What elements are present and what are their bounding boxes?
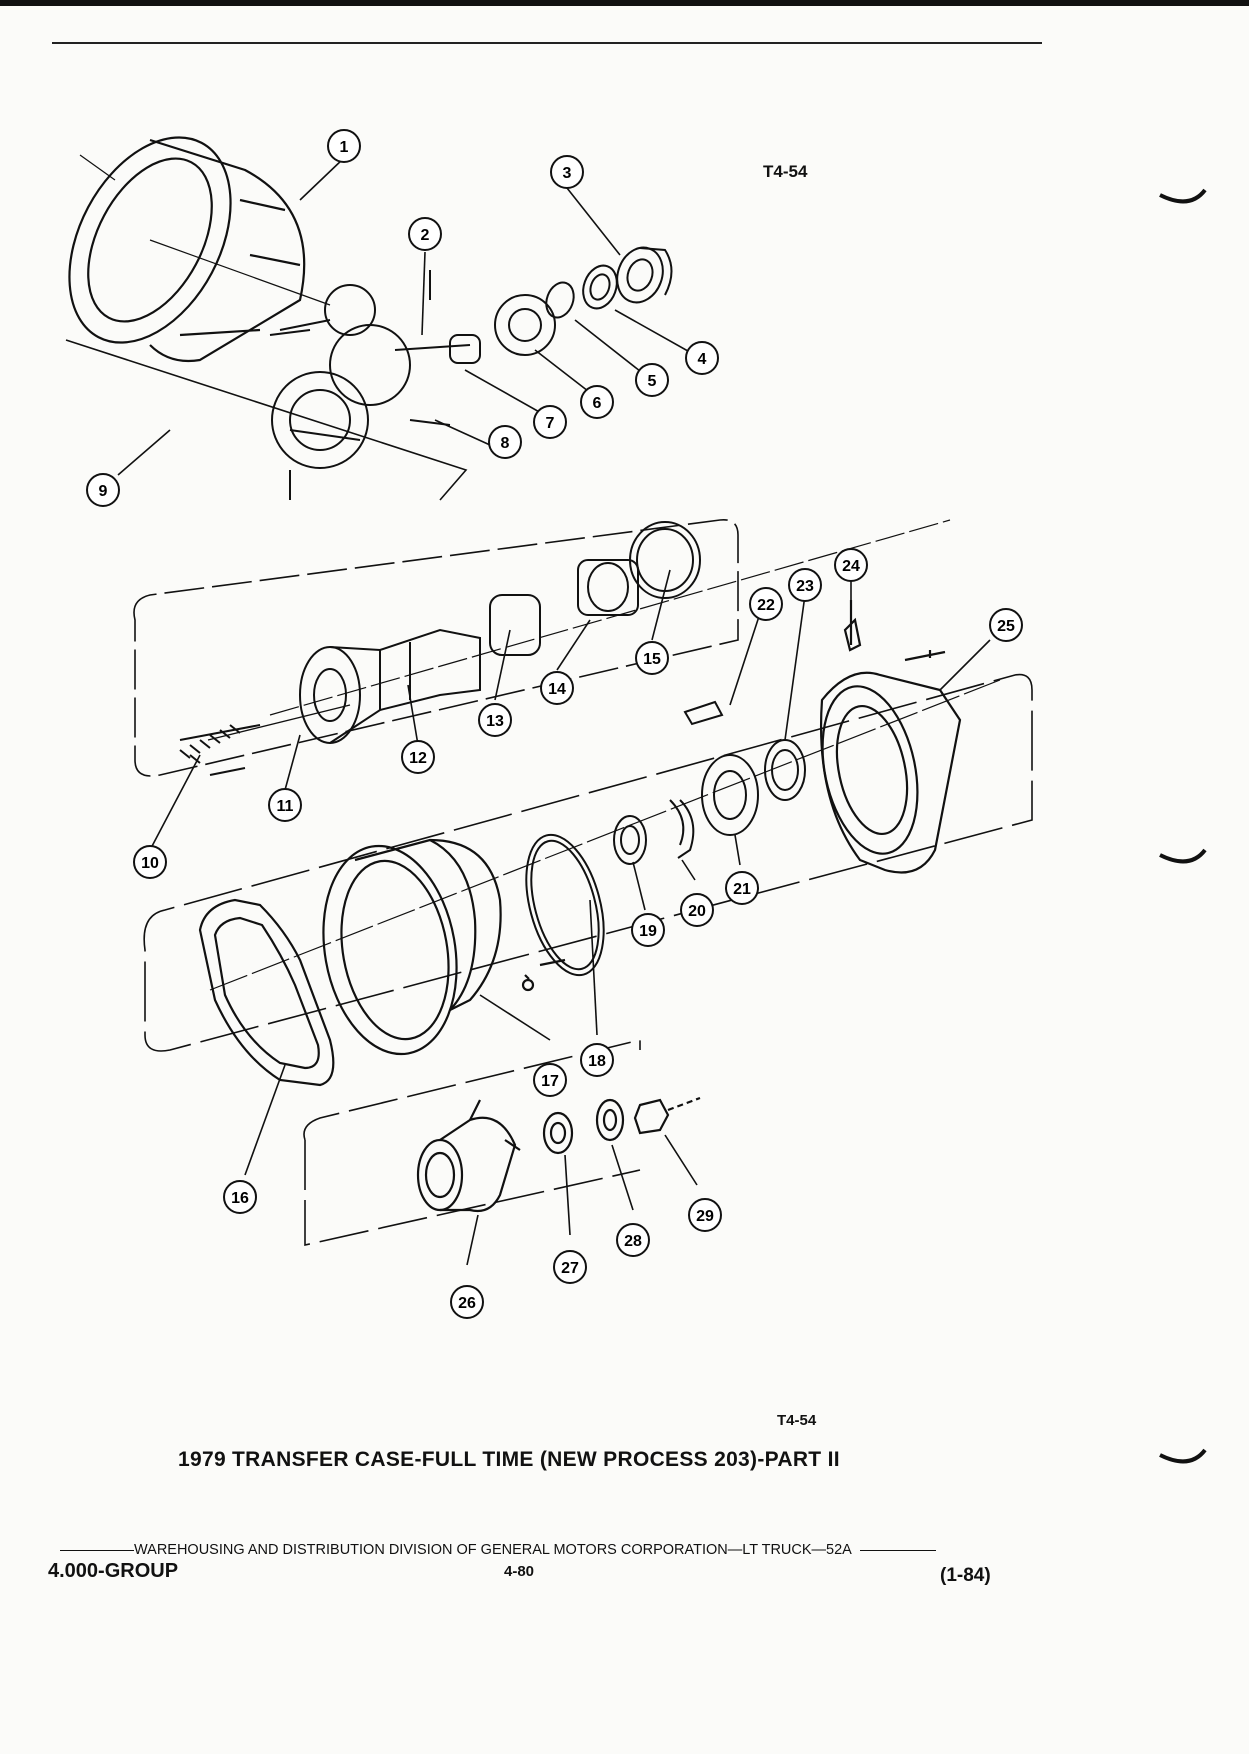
svg-text:1: 1	[340, 139, 349, 156]
callout-2: 2	[408, 217, 442, 251]
svg-text:10: 10	[141, 855, 159, 872]
svg-text:13: 13	[486, 713, 504, 730]
group-box-17	[143, 673, 1033, 1052]
callout-16: 16	[223, 1180, 257, 1214]
figure-code-bottom: T4-54	[777, 1412, 817, 1429]
figure-caption: 1979 TRANSFER CASE-FULL TIME (NEW PROCES…	[178, 1448, 840, 1471]
svg-text:27: 27	[561, 1260, 579, 1277]
callout-22: 22	[749, 587, 783, 621]
callout-24: 24	[834, 548, 868, 582]
svg-text:9: 9	[99, 483, 108, 500]
svg-text:8: 8	[501, 435, 510, 452]
group-box-10	[133, 518, 739, 777]
part-rear-housing	[819, 600, 962, 874]
callout-3: 3	[550, 155, 584, 189]
callout-19: 19	[631, 913, 665, 947]
svg-text:3: 3	[563, 165, 572, 182]
binder-tab-marks	[1159, 188, 1207, 1464]
part-case	[198, 838, 566, 1087]
callouts: 1 2 3 4 5 6 7 8 9 10 11 12 13 14 15 16 1…	[86, 129, 1023, 1319]
callout-7: 7	[533, 405, 567, 439]
svg-text:2: 2	[421, 227, 430, 244]
callout-18: 18	[580, 1043, 614, 1077]
svg-text:6: 6	[593, 395, 602, 412]
callout-10: 10	[133, 845, 167, 879]
svg-text:25: 25	[997, 618, 1015, 635]
svg-text:21: 21	[733, 881, 751, 898]
svg-text:12: 12	[409, 750, 427, 767]
callout-1: 1	[327, 129, 361, 163]
svg-text:7: 7	[546, 415, 555, 432]
group-box-26	[303, 1038, 641, 1246]
callout-13: 13	[478, 703, 512, 737]
footer-group: 4.000-GROUP	[48, 1560, 179, 1582]
svg-text:26: 26	[458, 1295, 476, 1312]
callout-15: 15	[635, 641, 669, 675]
svg-text:28: 28	[624, 1233, 642, 1250]
callout-20: 20	[680, 893, 714, 927]
group-box-9	[65, 339, 468, 501]
callout-12: 12	[401, 740, 435, 774]
callout-4: 4	[685, 341, 719, 375]
part-bearings	[525, 700, 806, 977]
svg-text:24: 24	[842, 558, 860, 575]
svg-text:29: 29	[696, 1208, 714, 1225]
svg-text:14: 14	[548, 681, 566, 698]
part-drum	[68, 136, 306, 363]
footer-date: (1-84)	[940, 1565, 991, 1586]
svg-text:20: 20	[688, 903, 706, 920]
top-edge-bar	[0, 0, 1249, 6]
svg-text:23: 23	[796, 578, 814, 595]
callout-23: 23	[788, 568, 822, 602]
svg-text:22: 22	[757, 597, 775, 614]
callout-5: 5	[635, 363, 669, 397]
callout-26: 26	[450, 1285, 484, 1319]
callout-14: 14	[540, 671, 574, 705]
svg-text:4: 4	[698, 351, 707, 368]
callout-8: 8	[488, 425, 522, 459]
part-differential	[269, 270, 556, 500]
callout-6: 6	[580, 385, 614, 419]
part-yoke	[416, 1096, 701, 1213]
svg-text:19: 19	[639, 923, 657, 940]
callout-21: 21	[725, 871, 759, 905]
svg-text:5: 5	[648, 373, 657, 390]
callout-27: 27	[553, 1250, 587, 1284]
svg-text:15: 15	[643, 651, 661, 668]
svg-text:16: 16	[231, 1190, 249, 1207]
callout-17: 17	[533, 1063, 567, 1097]
callout-9: 9	[86, 473, 120, 507]
header-rule	[52, 42, 1042, 44]
svg-text:11: 11	[277, 798, 294, 815]
callout-29: 29	[688, 1198, 722, 1232]
figure-code-top: T4-54	[763, 162, 808, 181]
callout-11: 11	[268, 788, 302, 822]
part-front-shaft	[179, 521, 701, 776]
footer-publisher: WAREHOUSING AND DISTRIBUTION DIVISION OF…	[134, 1542, 852, 1558]
callout-25: 25	[989, 608, 1023, 642]
footer-page-number: 4-80	[504, 1563, 535, 1580]
footer-publisher-line: WAREHOUSING AND DISTRIBUTION DIVISION OF…	[60, 1542, 936, 1558]
callout-28: 28	[616, 1223, 650, 1257]
svg-text:17: 17	[541, 1073, 559, 1090]
part-washers	[545, 246, 673, 319]
svg-text:18: 18	[588, 1053, 606, 1070]
